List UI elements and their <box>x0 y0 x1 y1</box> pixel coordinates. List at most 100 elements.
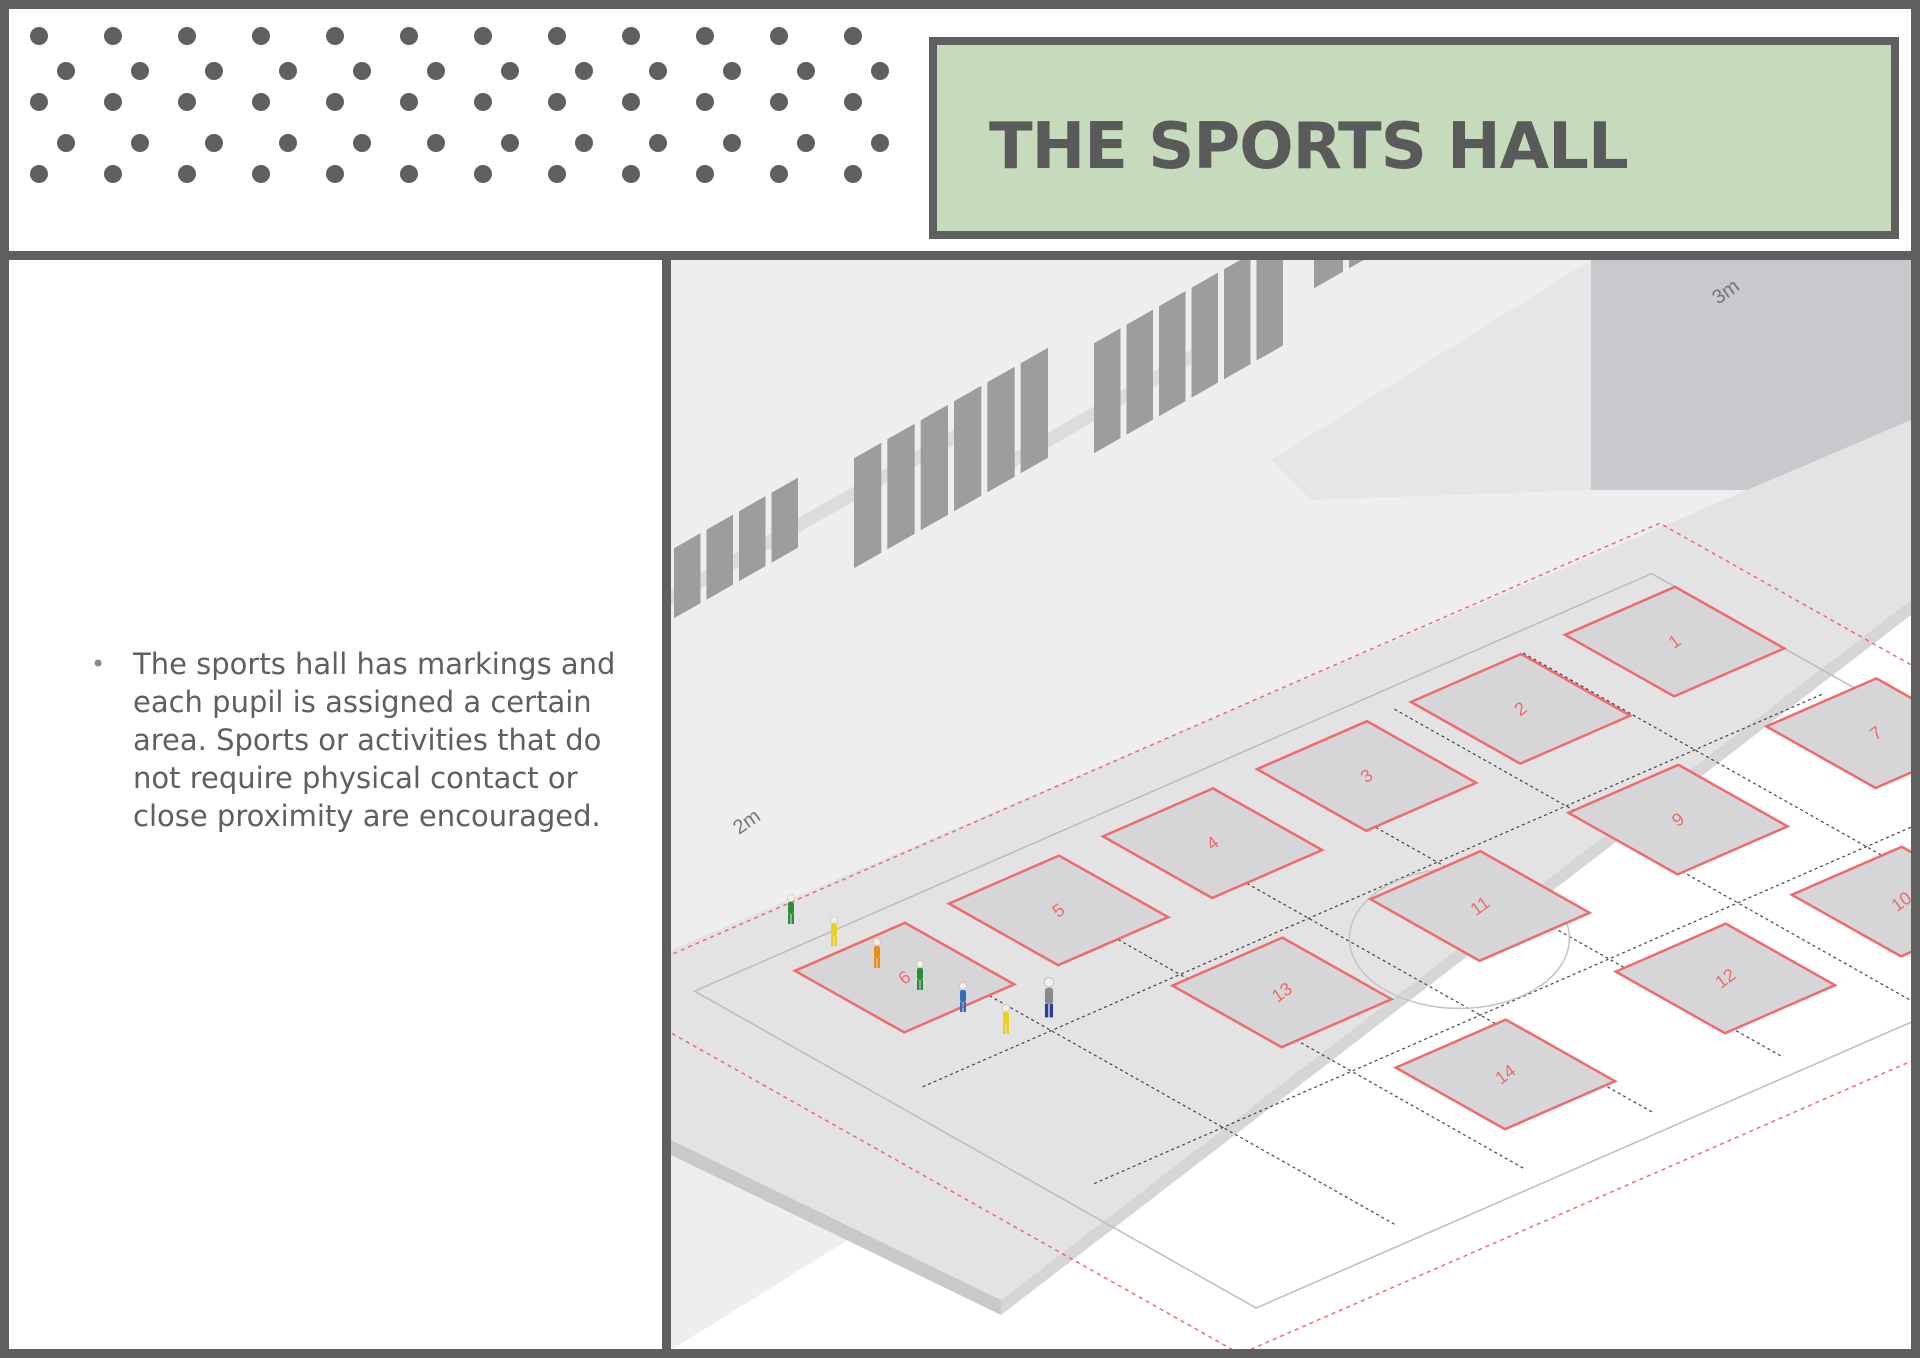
zone-3: 3 <box>1254 719 1479 833</box>
window-pane <box>1126 309 1153 435</box>
bullet-item: • The sports hall has markings and each p… <box>89 645 649 835</box>
window-pane <box>1349 260 1364 269</box>
dot-decoration <box>622 93 640 111</box>
dot-decoration <box>104 93 122 111</box>
court-outline <box>692 572 1911 1309</box>
window-pane <box>1191 272 1218 398</box>
window-pane <box>739 496 766 582</box>
dot-decoration <box>501 62 519 80</box>
window-pane <box>706 514 733 600</box>
bullet-list: • The sports hall has markings and each p… <box>89 645 649 835</box>
dot-decoration <box>400 93 418 111</box>
dot-decoration <box>252 165 270 183</box>
dot-decoration <box>279 62 297 80</box>
dot-decoration <box>844 93 862 111</box>
zone-square <box>1393 1018 1618 1131</box>
window-pane <box>954 385 982 512</box>
zone-10: 10 <box>1789 845 1911 958</box>
dot-decoration <box>696 93 714 111</box>
dot-decoration <box>696 27 714 45</box>
pupil-figure <box>873 938 881 968</box>
zone-square <box>946 854 1171 967</box>
dot-decoration <box>474 165 492 183</box>
dot-decoration <box>622 165 640 183</box>
dot-decoration <box>871 62 889 80</box>
floor-edge <box>671 1140 1001 1315</box>
dot-decoration <box>104 27 122 45</box>
dot-decoration <box>770 93 788 111</box>
dot-decoration <box>501 134 519 152</box>
window-pane <box>1020 347 1048 474</box>
zone-square <box>1763 677 1911 790</box>
zone-square <box>1254 719 1479 833</box>
dot-decoration <box>30 93 48 111</box>
dot-pattern-decoration <box>30 27 889 183</box>
window-pane <box>1094 328 1121 454</box>
zone-square <box>1789 845 1911 958</box>
window-pane <box>674 533 701 619</box>
window-pane <box>1256 260 1283 361</box>
window-pane <box>854 442 882 569</box>
zone-9: 9 <box>1565 763 1791 876</box>
dot-decoration <box>205 134 223 152</box>
pupil-figure <box>916 960 924 990</box>
teacher-figure <box>1043 977 1055 1018</box>
dot-decoration <box>575 134 593 152</box>
zone-7: 7 <box>1763 677 1911 790</box>
dot-decoration <box>548 27 566 45</box>
dot-decoration <box>178 27 196 45</box>
window <box>1094 260 1283 454</box>
dot-decoration <box>57 134 75 152</box>
pupil-figure <box>787 894 795 924</box>
window-pane <box>887 423 915 550</box>
dot-decoration <box>649 134 667 152</box>
zone-1: 1 <box>1562 585 1787 698</box>
zone-2: 2 <box>1408 652 1633 765</box>
dot-decoration <box>252 27 270 45</box>
window <box>854 347 1048 569</box>
dot-decoration <box>326 93 344 111</box>
zone-13: 13 <box>1169 936 1395 1049</box>
zone-14: 14 <box>1393 1018 1618 1131</box>
dot-decoration <box>548 165 566 183</box>
window-pane <box>987 366 1015 493</box>
bullet-text: The sports hall has markings and each pu… <box>133 647 616 833</box>
zone-6: 6 <box>792 921 1017 1034</box>
dot-decoration <box>252 93 270 111</box>
grid-line <box>1093 826 1911 1185</box>
dot-decoration <box>400 165 418 183</box>
dot-decoration <box>30 27 48 45</box>
dot-decoration <box>326 27 344 45</box>
dot-decoration <box>548 93 566 111</box>
dot-decoration <box>178 93 196 111</box>
dot-decoration <box>353 134 371 152</box>
right-wall <box>1591 260 1911 490</box>
window-pane <box>771 477 798 563</box>
illustration-panel: 1234567891011121314 2m 3m <box>662 251 1920 1358</box>
zone-5: 5 <box>946 854 1171 967</box>
zone-square <box>1562 585 1787 698</box>
zone-square <box>1408 652 1633 765</box>
right-wall-shadow <box>1271 260 1591 500</box>
text-panel: • The sports hall has markings and each p… <box>0 251 671 1358</box>
grid-line <box>1522 652 1911 873</box>
zone-square <box>1169 936 1395 1049</box>
dot-decoration <box>178 165 196 183</box>
bullet-icon: • <box>91 650 106 678</box>
dot-decoration <box>30 165 48 183</box>
window-pane <box>1159 291 1186 417</box>
grid-line <box>922 692 1825 1088</box>
title-box: THE SPORTS HALL <box>929 37 1899 239</box>
dot-decoration <box>723 62 741 80</box>
dot-decoration <box>104 165 122 183</box>
zone-12: 12 <box>1613 922 1838 1035</box>
page-title: THE SPORTS HALL <box>989 110 1629 184</box>
dot-decoration <box>797 62 815 80</box>
dot-decoration <box>723 134 741 152</box>
dot-decoration <box>326 165 344 183</box>
zone-4: 4 <box>1100 787 1325 900</box>
pupil-figure <box>830 916 838 946</box>
dot-decoration <box>844 165 862 183</box>
window-pane <box>1314 260 1343 289</box>
